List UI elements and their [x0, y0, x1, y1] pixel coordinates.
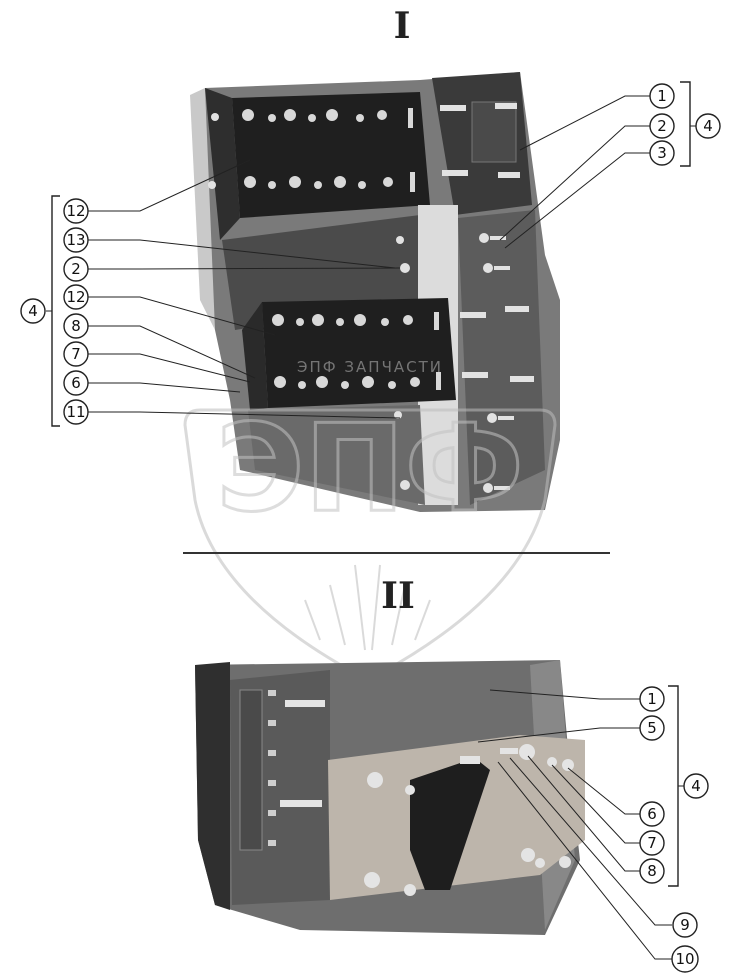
callouts-bottom-right: 1 5 6 7 8 9 10 4	[477, 685, 709, 973]
svg-text:9: 9	[680, 916, 690, 934]
callout-top-left-13: 13	[63, 227, 89, 253]
watermark-ribbon: ЭПФ ЗАПЧАСТИ	[297, 358, 443, 376]
callout-bottom-right-10: 10	[671, 945, 699, 973]
svg-text:7: 7	[647, 834, 657, 852]
callout-top-left-group: 4	[20, 298, 46, 324]
svg-text:11: 11	[66, 403, 85, 421]
svg-text:13: 13	[66, 231, 85, 249]
callout-top-left-11: 11	[63, 399, 89, 425]
view-title-top: I	[394, 5, 411, 47]
watermark-logo: ЭПФ ЭПФ ЗАПЧАСТИ	[183, 358, 557, 682]
svg-text:1: 1	[657, 87, 667, 105]
callout-top-left-2: 2	[63, 256, 89, 282]
svg-text:10: 10	[675, 950, 694, 968]
callout-top-left-12a: 12	[63, 198, 89, 224]
callout-bottom-right-6: 6	[639, 801, 665, 827]
top-assembly-drawing	[190, 72, 560, 512]
callouts-top-right: 1 2 3 4	[499, 81, 721, 249]
bottom-assembly-drawing	[195, 660, 585, 935]
callout-top-right-1: 1	[649, 83, 675, 109]
callout-top-left-6: 6	[63, 370, 89, 396]
callout-bottom-right-1: 1	[639, 686, 665, 712]
svg-text:8: 8	[647, 862, 657, 880]
view-title-bottom: II	[381, 575, 415, 617]
svg-text:2: 2	[657, 117, 667, 135]
svg-text:4: 4	[703, 117, 713, 135]
svg-text:7: 7	[71, 345, 81, 363]
callout-bottom-right-5: 5	[639, 715, 665, 741]
callout-top-right-group: 4	[695, 113, 721, 139]
callout-top-left-8: 8	[63, 313, 89, 339]
svg-text:6: 6	[71, 374, 81, 392]
callout-top-left-7: 7	[63, 341, 89, 367]
svg-text:4: 4	[691, 777, 701, 795]
svg-text:6: 6	[647, 805, 657, 823]
svg-text:4: 4	[28, 302, 38, 320]
svg-text:3: 3	[657, 144, 667, 162]
callout-bottom-right-9: 9	[672, 912, 698, 938]
svg-text:12: 12	[66, 202, 85, 220]
callout-top-right-2: 2	[649, 113, 675, 139]
top-mounting-plate-lower	[262, 298, 456, 408]
callout-bottom-right-8: 8	[639, 858, 665, 884]
callout-bottom-right-group: 4	[683, 773, 709, 799]
bottom-angle-bracket	[410, 758, 490, 890]
svg-text:1: 1	[647, 690, 657, 708]
callouts-top-left: 12 13 2 12 8 7 6 11	[20, 159, 401, 427]
callout-bottom-right-7: 7	[639, 830, 665, 856]
svg-text:12: 12	[66, 288, 85, 306]
svg-text:8: 8	[71, 317, 81, 335]
watermark-letters: ЭПФ	[216, 400, 524, 539]
callout-top-right-3: 3	[649, 140, 675, 166]
svg-text:2: 2	[71, 260, 81, 278]
top-right-plate-lower	[458, 210, 545, 505]
svg-text:5: 5	[647, 719, 657, 737]
callout-top-left-12b: 12	[63, 284, 89, 310]
top-mounting-plate-upper	[232, 92, 430, 218]
